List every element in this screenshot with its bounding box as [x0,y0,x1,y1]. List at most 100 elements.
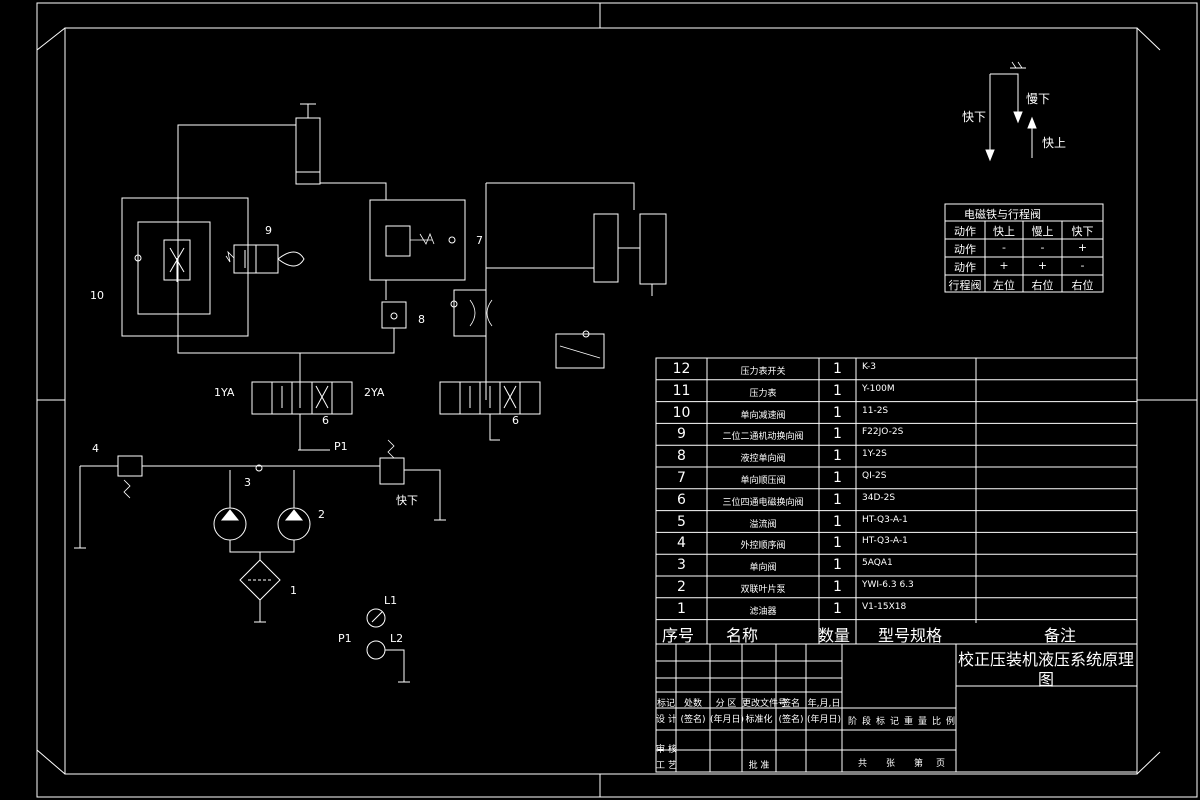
parts-model: 11-2S [862,405,889,416]
parts-header-qty: 数量 [818,625,851,645]
parts-name: 压力表开关 [740,367,786,377]
pressure-gauge [366,608,386,628]
parts-name: 二位二通机动换向阀 [722,432,804,443]
label-p1-gauge: P1 [338,632,352,645]
parts-header-no: 序号 [662,625,695,645]
parts-qty: 1 [833,382,842,399]
sheet-label: 共 [858,759,868,769]
parts-qty: 1 [833,513,842,530]
sheet-label: 张 [886,759,896,769]
solenoid-cell: 动作 [954,243,976,256]
solenoid-header-cell: 动作 [954,225,976,238]
label-l1: L1 [384,594,398,607]
parts-qty: 1 [833,557,842,574]
parts-header-model: 型号规格 [878,625,943,645]
parts-model: YWI-6.3 6.3 [862,580,914,590]
motion-fast-up: 快上 [1042,136,1067,150]
sequence-valve-7 [369,199,466,281]
solenoid-cell: + [1077,241,1088,254]
title-block-cell: 审 核 [656,745,677,755]
parts-no: 3 [677,557,686,574]
parts-model: 1Y-2S [862,449,887,460]
parts-qty: 1 [833,491,842,508]
sheet-label: 第 [914,759,924,769]
label-7: 7 [476,234,483,247]
title-block-cell: 设 计 [656,715,677,725]
parts-qty: 1 [833,535,842,552]
solenoid-cell: + [999,259,1009,272]
parts-name: 三位四通电磁换向阀 [722,497,804,508]
parts-no: 6 [677,491,686,508]
solenoid-table-title: 电磁铁与行程阀 [964,208,1041,221]
parts-no: 1 [677,600,686,617]
stage-label: 例 [946,717,956,727]
title-block-cell: 标准化 [745,715,773,725]
parts-qty: 1 [833,404,842,421]
main-cylinder [295,117,321,185]
relief-valve-5 [379,457,405,485]
stage-label: 量 [918,717,928,727]
label-fast-down-valve: 快下 [396,494,418,507]
solenoid-header-cell: 慢上 [1031,225,1054,238]
parts-name: 单向减速阀 [740,410,786,421]
parts-no: 8 [677,448,686,465]
title-block-cell: (签名) [778,715,804,725]
label-6-right: 6 [512,414,519,427]
one-way-speed-valve-10 [121,197,249,337]
sequence-valve-4 [117,455,143,477]
solenoid-cell: 右位 [1031,279,1054,292]
parts-no: 2 [677,579,686,595]
drawing-title-line1: 校正压装机液压系统原理 [958,650,1135,669]
title-block-cell: 批 准 [748,761,770,771]
solenoid-cell: 右位 [1071,279,1094,292]
parts-no: 11 [672,382,691,399]
title-block-grid [655,643,1138,773]
title-block-cell: (年月日) [710,715,745,725]
motion-slow-down: 慢下 [1026,92,1051,106]
label-10: 10 [90,289,104,302]
label-9: 9 [265,224,272,237]
title-block-cell: 更改文件号 [742,699,788,709]
parts-qty: 1 [833,361,842,377]
title-block-cell: 标记 [656,699,675,709]
parts-no: 7 [677,470,686,486]
stage-label: 比 [932,717,942,727]
parts-qty: 1 [833,600,842,617]
parts-no: 4 [677,535,686,552]
parts-model: V1-15X18 [862,601,907,612]
label-1ya: 1YA [214,386,235,399]
label-2ya: 2YA [364,386,385,399]
label-p1: P1 [334,440,348,453]
motion-fast-down: 快下 [962,110,987,124]
title-block-cell: 分 区 [715,699,737,709]
parts-model: HT-Q3-A-1 [862,536,908,547]
gauge-switch [366,640,386,660]
stage-label: 阶 [848,717,858,727]
motion-diagram [985,61,1037,162]
parts-name: 单向阀 [749,563,777,574]
hydraulic-schematic [74,103,667,683]
sheet-label: 页 [936,759,946,769]
parts-header-remark: 备注 [1044,625,1077,645]
parts-model: Y-100M [862,383,895,394]
parts-name: 外控顺序阀 [740,541,786,552]
solenoid-header-cell: 快下 [1071,225,1094,238]
title-block-cell: 工 艺 [656,761,677,771]
label-8: 8 [418,313,425,326]
label-1: 1 [290,584,297,597]
stage-label: 记 [890,717,900,727]
stage-label: 重 [904,717,914,727]
drawing-frame [36,2,1198,798]
parts-name: 双联叶片泵 [740,585,786,595]
parts-model: 34D-2S [862,492,896,503]
label-6-left: 6 [322,414,329,427]
parts-no: 12 [672,361,691,377]
solenoid-cell: + [1037,259,1048,272]
label-l2: L2 [390,632,404,645]
parts-name: 液控单向阀 [740,454,786,465]
label-2: 2 [318,508,325,521]
parts-name: 压力表 [749,388,777,399]
label-3: 3 [244,476,251,489]
solenoid-cell: 行程阀 [948,279,982,292]
